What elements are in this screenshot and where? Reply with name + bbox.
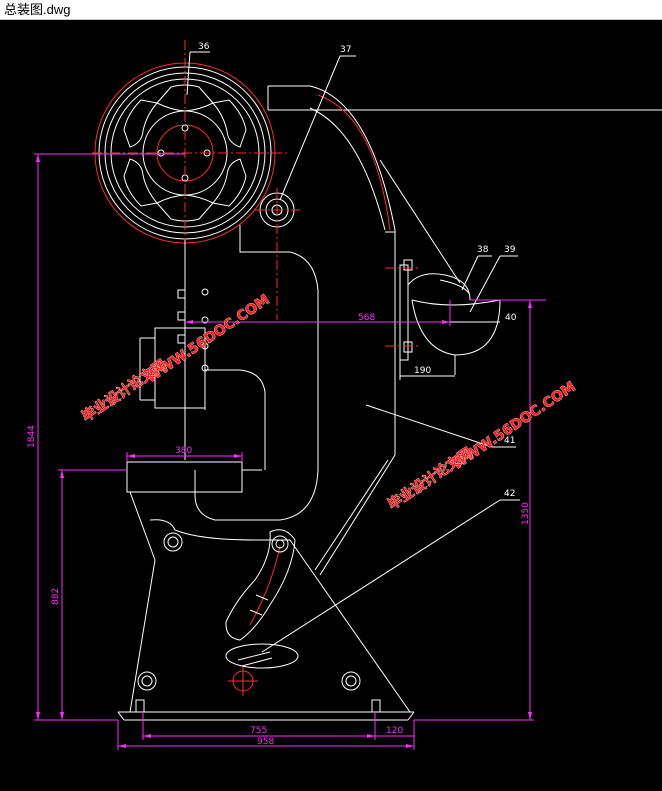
dim-1844: 1844 (27, 425, 37, 448)
window-title: 总装图.dwg (4, 2, 71, 17)
watermark-cn-1: 毕业设计论文网 (79, 356, 170, 425)
press-frame (117, 85, 662, 721)
cad-drawing-canvas[interactable]: 36 37 38 39 40 41 42 1844 882 (0, 20, 662, 791)
dim-958: 958 (257, 737, 274, 747)
part-label-36: 36 (198, 42, 210, 52)
dim-120: 120 (386, 726, 403, 736)
watermarks: WWW.56DOC.COM 毕业设计论文网 WWW.56DOC.COM 毕业设计… (78, 292, 578, 514)
dim-755: 755 (250, 726, 267, 736)
part-label-40: 40 (505, 313, 517, 323)
part-callouts: 36 37 38 39 40 41 42 (186, 42, 520, 653)
dim-190: 190 (414, 366, 431, 376)
flywheel (92, 40, 288, 320)
part-label-37: 37 (340, 45, 351, 55)
brake-housing (379, 159, 501, 375)
dim-380: 380 (175, 446, 192, 456)
crank-pulley (255, 188, 300, 320)
dim-1350: 1350 (521, 502, 531, 525)
part-label-38: 38 (477, 245, 489, 255)
part-label-39: 39 (504, 245, 516, 255)
watermark-cn-2: 毕业设计论文网 (385, 444, 476, 513)
part-label-42: 42 (504, 489, 515, 499)
dim-568: 568 (358, 313, 375, 323)
dimensions: 1844 882 1350 568 190 380 (27, 153, 546, 750)
dim-882: 882 (51, 588, 61, 605)
window-title-bar: 总装图.dwg (0, 0, 662, 20)
part-label-41: 41 (504, 436, 515, 446)
